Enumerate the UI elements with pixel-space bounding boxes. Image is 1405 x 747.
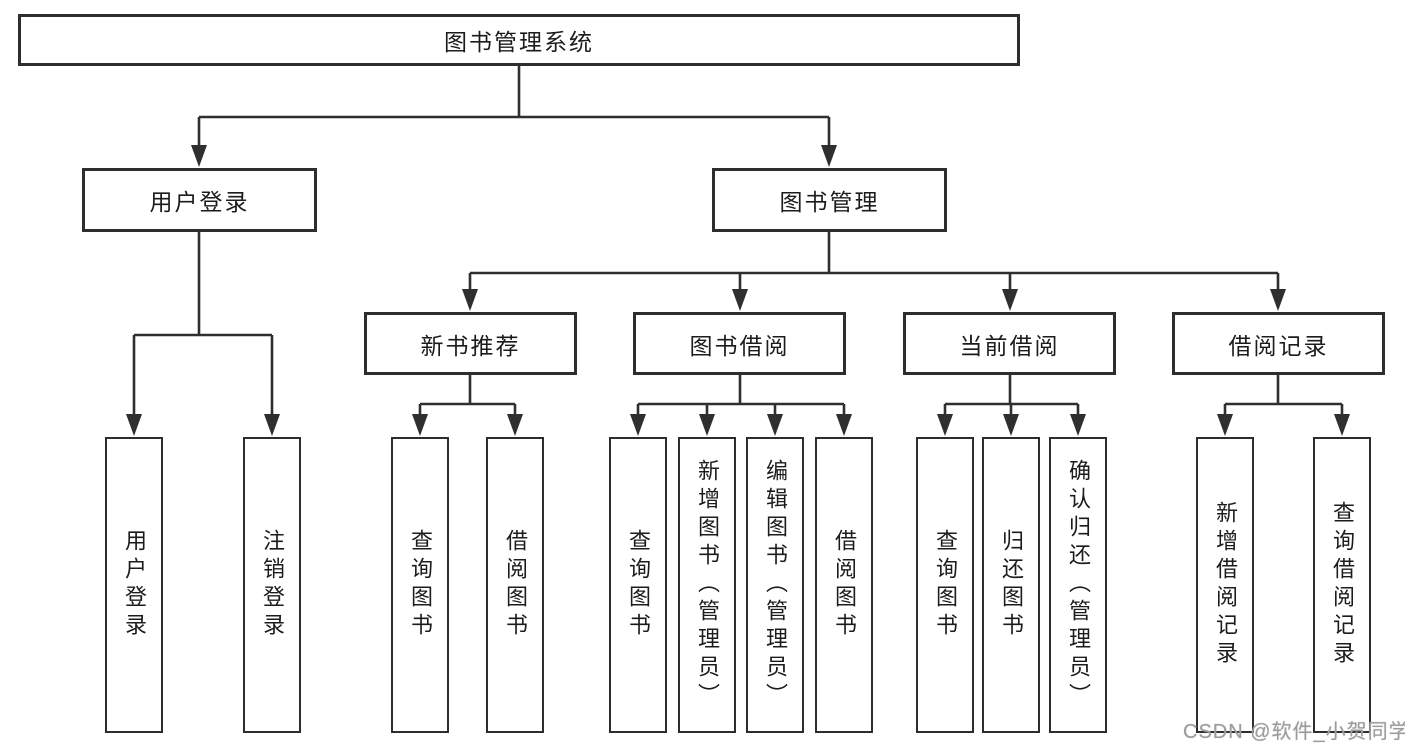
csdn-watermark: CSDN @软件_小贺同学 [1183,721,1405,743]
leaf-label: 查询图书 [933,529,958,641]
node-label: 图书管理系统 [444,29,594,55]
leaf-label: 查询图书 [626,529,651,641]
leaf-label: 新增借阅记录 [1213,501,1238,669]
node-label: 图书借阅 [689,332,790,359]
leaf-confirm-return-admin: 确认归还（管理员） [1049,437,1107,733]
node-new-book-recommendation: 新书推荐 [364,312,577,375]
leaf-query-books-borrowing: 查询图书 [609,437,667,733]
leaf-return-books: 归还图书 [982,437,1040,733]
node-label: 当前借阅 [959,332,1060,359]
node-book-borrowing: 图书借阅 [633,312,846,375]
leaf-edit-books-admin: 编辑图书（管理员） [746,437,804,733]
leaf-label: 编辑图书（管理员） [763,459,788,711]
leaf-label: 注销登录 [260,529,285,641]
node-library-management-system: 图书管理系统 [18,14,1020,66]
node-label: 借阅记录 [1228,332,1329,359]
node-label: 图书管理 [779,189,880,215]
leaf-label: 查询图书 [408,529,433,641]
leaf-label: 查询借阅记录 [1330,501,1355,669]
leaf-label: 借阅图书 [832,529,857,641]
node-label: 新书推荐 [420,332,521,359]
leaf-add-books-admin: 新增图书（管理员） [678,437,736,733]
leaf-query-borrow-record: 查询借阅记录 [1313,437,1371,733]
node-label: 用户登录 [149,189,250,215]
leaf-user-login: 用户登录 [105,437,163,733]
node-current-borrowing: 当前借阅 [903,312,1116,375]
leaf-label: 用户登录 [122,529,147,641]
leaf-label: 归还图书 [999,529,1024,641]
node-book-management: 图书管理 [712,168,947,232]
leaf-logout: 注销登录 [243,437,301,733]
leaf-borrow-books-newrec: 借阅图书 [486,437,544,733]
leaf-label: 确认归还（管理员） [1066,459,1091,711]
leaf-add-borrow-record: 新增借阅记录 [1196,437,1254,733]
leaf-borrow-books-borrowing: 借阅图书 [815,437,873,733]
node-user-login: 用户登录 [82,168,317,232]
leaf-label: 新增图书（管理员） [695,459,720,711]
leaf-label: 借阅图书 [503,529,528,641]
leaf-query-books-newrec: 查询图书 [391,437,449,733]
leaf-query-books-current: 查询图书 [916,437,974,733]
node-borrowing-records: 借阅记录 [1172,312,1385,375]
